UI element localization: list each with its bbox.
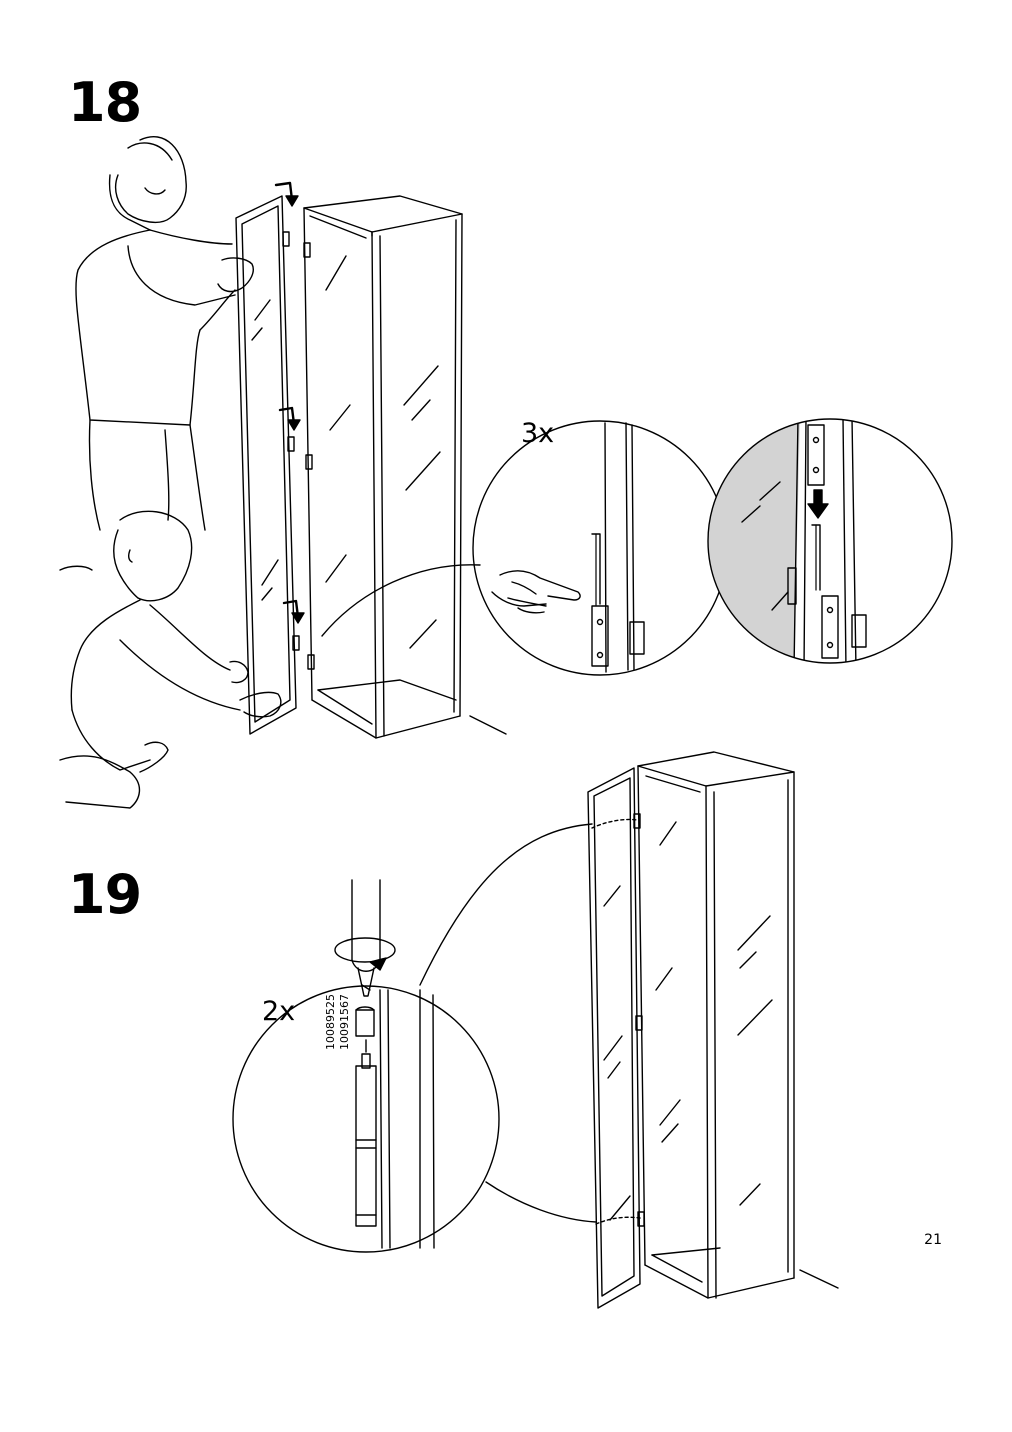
hinge-detail-circle-2: [700, 418, 952, 670]
screwdriver-icon: [352, 880, 380, 996]
glass-door-panel: [236, 196, 299, 734]
down-arrow-icon: [808, 490, 828, 518]
page-number: 21: [924, 1232, 942, 1248]
callout-guides: [592, 819, 640, 1224]
down-arrow-icon: [276, 183, 304, 623]
glass-cabinet-step-18: [304, 196, 506, 738]
open-glass-door: [588, 768, 644, 1308]
quantity-label-step-18: 3x: [521, 418, 555, 449]
callout-line-18: [322, 565, 480, 636]
callout-line-19-bottom: [486, 1182, 596, 1222]
quantity-label-step-19: 2x: [262, 996, 296, 1027]
screw-detail-circle: [233, 986, 499, 1252]
callout-line-19-top: [420, 824, 592, 985]
rotate-arrow-icon: [335, 938, 395, 970]
step-number-18: 18: [68, 71, 142, 134]
hand-pointing-icon: [492, 571, 580, 613]
hinge-detail-circle-1: [473, 421, 727, 675]
glass-cabinet-step-19: [638, 752, 838, 1298]
step-number-19: 19: [68, 863, 142, 926]
person-standing-illustration: [76, 137, 253, 530]
